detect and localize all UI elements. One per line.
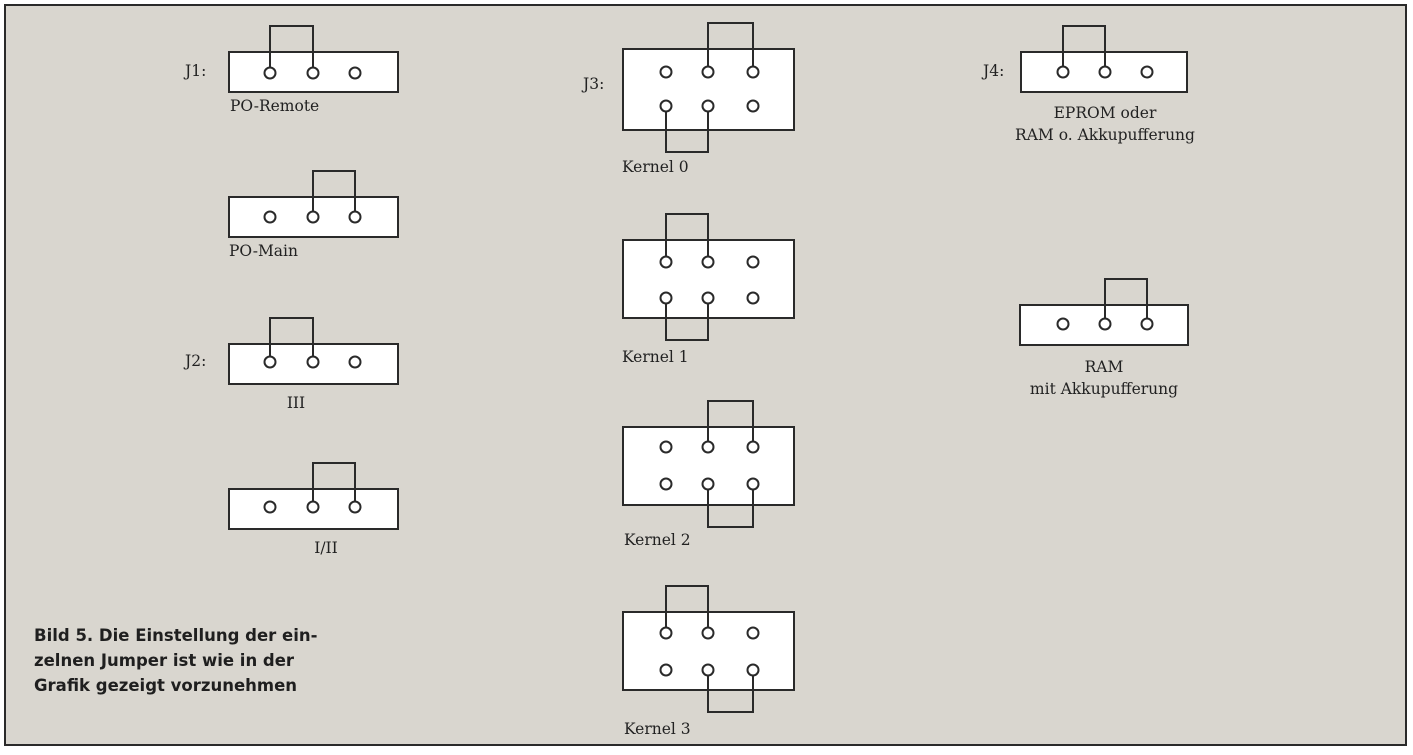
jumper-kernel1-pin-2-3 (746, 291, 760, 305)
jumper-kernel0-pin-1-2 (701, 65, 715, 79)
jumper-eprom-pin-1-3 (1140, 65, 1154, 79)
jumper-kernel3-pin-2-1 (659, 663, 673, 677)
caption-kernel-1: Kernel 1 (622, 348, 689, 366)
jumper-kernel0-pin-2-1 (659, 99, 673, 113)
caption-kernel-0: Kernel 0 (622, 158, 689, 176)
jumper-kernel3-pin-1-3 (746, 626, 760, 640)
jumper-kernel1-bridge-bottom (665, 304, 709, 341)
label-j3: J3: (583, 75, 605, 93)
jumper-kernel2-pin-1-2 (701, 440, 715, 454)
jumper-po-remote-pin-1-2 (306, 66, 320, 80)
jumper-kernel1-pin-1-2 (701, 255, 715, 269)
caption-iii: III (286, 394, 306, 412)
jumper-ram-pin-1-1 (1056, 317, 1070, 331)
jumper-kernel1-pin-2-2 (701, 291, 715, 305)
figure-caption-line3: Grafik gezeigt vorzunehmen (34, 675, 298, 695)
jumper-po-main-pin-1-2 (306, 210, 320, 224)
jumper-kernel3-pin-1-2 (701, 626, 715, 640)
label-j4: J4: (983, 62, 1005, 80)
caption-eprom-line2: RAM o. Akkupufferung (1015, 126, 1195, 144)
jumper-kernel2-pin-1-1 (659, 440, 673, 454)
caption-ram-line2: mit Akkupufferung (1029, 380, 1179, 398)
jumper-po-remote-bridge-top (269, 25, 314, 67)
figure-caption: Bild 5. Die Einstellung der ein- zelnen … (34, 624, 317, 698)
jumper-eprom-bridge-top (1062, 25, 1106, 66)
jumper-i-ii-pin-1-2 (306, 500, 320, 514)
jumper-po-main-pin-1-1 (263, 210, 277, 224)
jumper-ram-pin-1-2 (1098, 317, 1112, 331)
jumper-kernel2-pin-2-3 (746, 477, 760, 491)
jumper-kernel2-bridge-bottom (707, 490, 754, 528)
jumper-ram-pin-1-3 (1140, 317, 1154, 331)
figure-caption-line2: zelnen Jumper ist wie in der (34, 650, 295, 670)
caption-kernel-3: Kernel 3 (624, 720, 691, 738)
jumper-po-main-pin-1-3 (348, 210, 362, 224)
caption-ram-line1: RAM (1084, 358, 1124, 376)
jumper-kernel0-pin-1-1 (659, 65, 673, 79)
jumper-kernel2-pin-2-1 (659, 477, 673, 491)
jumper-eprom-pin-1-1 (1056, 65, 1070, 79)
jumper-kernel3-pin-2-2 (701, 663, 715, 677)
caption-i-ii: I/II (314, 539, 338, 557)
jumper-kernel3-bridge-top (665, 585, 709, 627)
jumper-kernel2-pin-1-3 (746, 440, 760, 454)
jumper-kernel1-pin-2-1 (659, 291, 673, 305)
label-j1: J1: (185, 62, 207, 80)
jumper-i-ii-pin-1-1 (263, 500, 277, 514)
jumper-kernel0-bridge-top (707, 22, 754, 66)
jumper-kernel3-bridge-bottom (707, 676, 754, 713)
jumper-kernel0-bridge-bottom (665, 112, 709, 153)
jumper-kernel0-pin-2-3 (746, 99, 760, 113)
jumper-kernel2-pin-2-2 (701, 477, 715, 491)
jumper-iii-bridge-top (269, 317, 314, 356)
jumper-kernel3-pin-2-3 (746, 663, 760, 677)
label-j2: J2: (185, 352, 207, 370)
caption-eprom-line1: EPROM oder (1053, 104, 1157, 122)
jumper-po-remote-pin-1-1 (263, 66, 277, 80)
jumper-kernel0-pin-1-3 (746, 65, 760, 79)
jumper-i-ii-pin-1-3 (348, 500, 362, 514)
jumper-iii-pin-1-2 (306, 355, 320, 369)
jumper-i-ii-bridge-top (312, 462, 356, 501)
jumper-iii-pin-1-1 (263, 355, 277, 369)
jumper-ram-bridge-top (1104, 278, 1148, 318)
jumper-kernel1-pin-1-3 (746, 255, 760, 269)
caption-po-main: PO-Main (229, 242, 298, 260)
caption-kernel-2: Kernel 2 (624, 531, 691, 549)
jumper-kernel2-bridge-top (707, 400, 754, 441)
figure-caption-line1: Bild 5. Die Einstellung der ein- (34, 626, 318, 645)
jumper-kernel0-pin-2-2 (701, 99, 715, 113)
caption-eprom: EPROM oder RAM o. Akkupufferung (1015, 102, 1195, 146)
caption-po-remote: PO-Remote (230, 97, 320, 115)
jumper-po-main-bridge-top (312, 170, 356, 211)
caption-ram: RAM mit Akkupufferung (1030, 356, 1178, 400)
jumper-kernel1-bridge-top (665, 213, 709, 256)
jumper-eprom-pin-1-2 (1098, 65, 1112, 79)
jumper-kernel3-pin-1-1 (659, 626, 673, 640)
jumper-kernel1-pin-1-1 (659, 255, 673, 269)
jumper-po-remote-pin-1-3 (348, 66, 362, 80)
jumper-iii-pin-1-3 (348, 355, 362, 369)
